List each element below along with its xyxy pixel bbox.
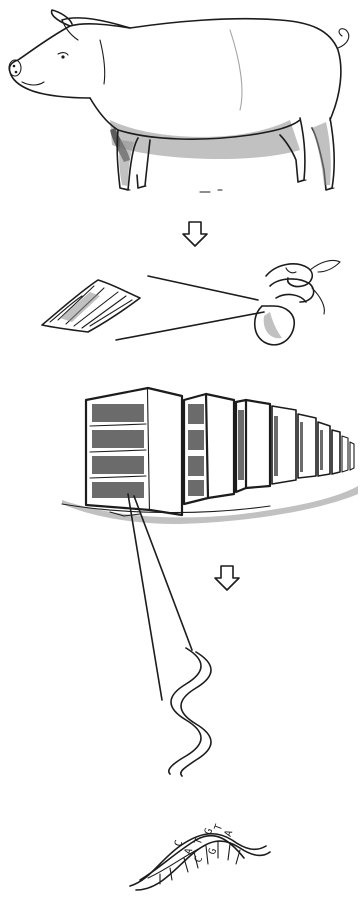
- tissue-sample-icon: [41, 259, 341, 346]
- pig-icon: [8, 9, 350, 193]
- dna-strand-icon: [127, 493, 212, 777]
- library-shelves-icon: [61, 386, 358, 524]
- double-helix-icon: [129, 833, 271, 891]
- down-arrow-icon: [214, 565, 240, 591]
- organ-icon: [253, 259, 341, 346]
- down-arrow-icon: [182, 221, 208, 247]
- shelf-books: [89, 404, 147, 498]
